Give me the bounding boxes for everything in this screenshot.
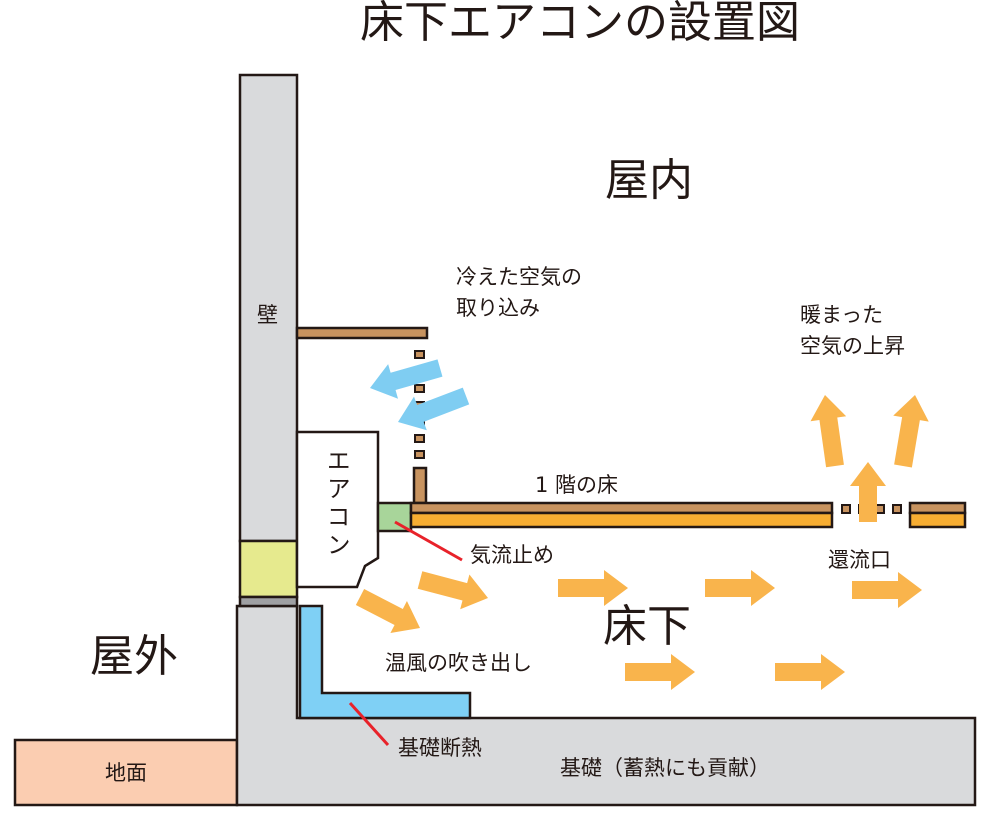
warm-air-arrow xyxy=(558,570,628,606)
aircon-unit xyxy=(295,430,380,589)
label-underfloor: 床下 xyxy=(603,601,691,652)
warm-air-arrow xyxy=(625,654,695,690)
warm-air-arrow xyxy=(850,462,886,522)
label-cold-air-2: 取り込み xyxy=(456,296,540,320)
label-warm-air-outlet: 温風の吹き出し xyxy=(385,651,532,675)
warm-air-arrow xyxy=(417,571,488,610)
label-foundation-insulation: 基礎断熱 xyxy=(398,736,482,760)
floor-insulation xyxy=(409,511,834,529)
foundation-insulation xyxy=(298,604,472,720)
label-foundation: 基礎（蓄熱にも貢献） xyxy=(560,756,770,780)
label-indoor: 屋内 xyxy=(605,155,693,206)
ground xyxy=(13,738,239,807)
label-airflow-stop: 気流止め xyxy=(470,543,554,567)
upper-beam xyxy=(295,326,429,340)
warm-air-arrow xyxy=(893,395,929,468)
label-cold-air-1: 冷えた空気の xyxy=(456,265,582,289)
warm-air-arrow xyxy=(810,395,847,468)
floor-board xyxy=(409,501,834,515)
warm-air-arrow xyxy=(775,654,845,690)
cold-air-arrow xyxy=(398,387,470,431)
warm-air-arrow xyxy=(852,572,922,608)
warm-air-arrow xyxy=(705,570,775,606)
warm-air-arrow xyxy=(355,589,420,633)
sill xyxy=(238,595,299,608)
grille xyxy=(414,350,425,459)
diagram-title: 床下エアコンの設置図 xyxy=(360,0,800,48)
airflow-stop-pointer xyxy=(394,520,463,562)
insulation-pointer xyxy=(348,701,390,747)
floor-joist-post xyxy=(412,466,428,505)
label-warm-air-1: 暖まった xyxy=(800,303,884,327)
label-first-floor: 1 階の床 xyxy=(535,473,619,497)
label-wall: 壁 xyxy=(257,303,278,327)
label-ground: 地面 xyxy=(105,761,147,785)
cold-air-arrow xyxy=(370,359,443,399)
wall-insulation xyxy=(238,539,299,599)
label-warm-air-2: 空気の上昇 xyxy=(800,334,905,358)
label-outdoor: 屋外 xyxy=(90,631,178,682)
label-aircon: エアコン xyxy=(322,448,351,560)
label-return-vent: 還流口 xyxy=(828,548,891,572)
